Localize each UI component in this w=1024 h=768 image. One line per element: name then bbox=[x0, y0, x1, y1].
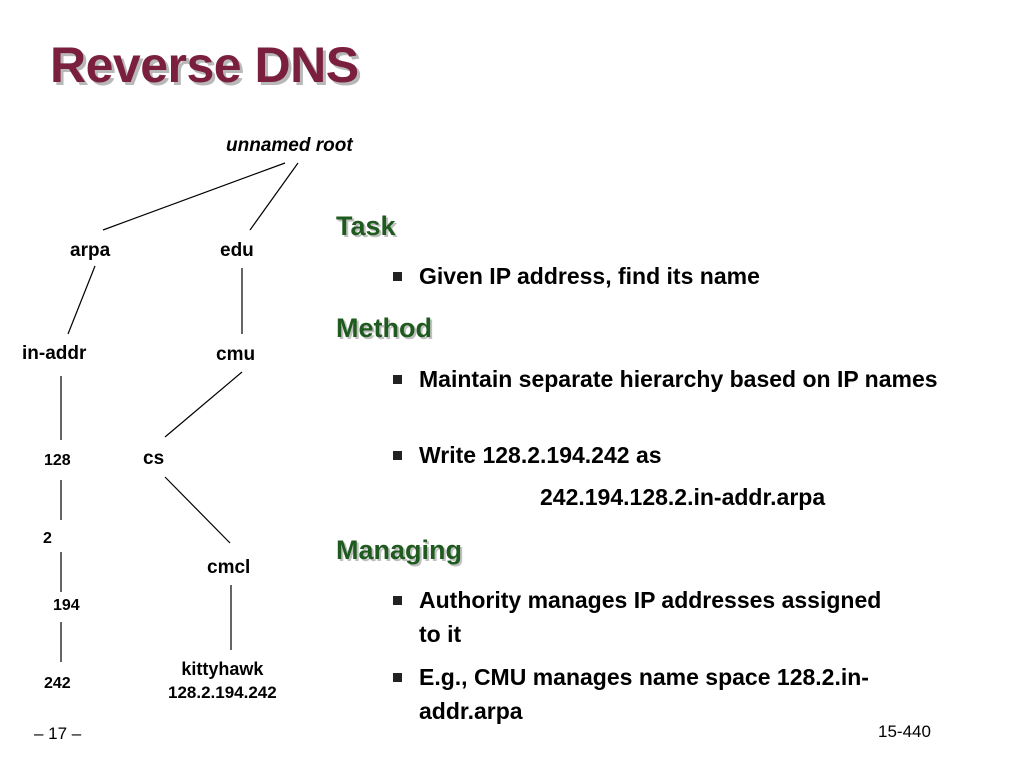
bullet-text: Authority manages IP addresses assigned … bbox=[419, 587, 882, 647]
edge-cs-cmcl bbox=[164, 476, 231, 544]
bullet-marker bbox=[393, 451, 402, 460]
tree-node-cs: cs bbox=[143, 448, 165, 469]
bullet-managing-2: E.g., CMU manages name space 128.2.in-ad… bbox=[393, 660, 893, 728]
bullet-text: Write 128.2.194.242 as bbox=[419, 442, 662, 468]
tree-node-in-addr: in-addr bbox=[22, 343, 87, 364]
tree-node-edu: edu bbox=[220, 240, 254, 261]
edge-cmu-cs bbox=[164, 371, 243, 438]
tree-node-128: 128 bbox=[44, 452, 71, 469]
bullet-task-1: Given IP address, find its name bbox=[393, 259, 953, 293]
tree-node-cmcl: cmcl bbox=[207, 557, 251, 578]
tree-node-arpa: arpa bbox=[70, 240, 111, 261]
bullet-text: Maintain separate hierarchy based on IP … bbox=[419, 366, 938, 392]
heading-task: Task bbox=[336, 211, 396, 241]
host-ip: 128.2.194.242 bbox=[168, 683, 277, 702]
bullet-method-2: Write 128.2.194.242 as bbox=[393, 438, 953, 472]
bullet-marker bbox=[393, 673, 402, 682]
tree-node-cmu: cmu bbox=[216, 344, 256, 365]
bullet-text: E.g., CMU manages name space 128.2.in-ad… bbox=[419, 664, 869, 724]
tree-node-194: 194 bbox=[53, 597, 80, 614]
tree-node-242: 242 bbox=[44, 675, 71, 692]
bullet-marker bbox=[393, 596, 402, 605]
bullet-method-1: Maintain separate hierarchy based on IP … bbox=[393, 362, 943, 396]
tree-node-root: unnamed root bbox=[226, 135, 353, 156]
bullet-marker bbox=[393, 272, 402, 281]
edge-arpa-inaddr bbox=[67, 265, 96, 335]
heading-managing: Managing bbox=[336, 535, 462, 565]
course-number: 15-440 bbox=[878, 722, 931, 741]
edge-root-edu bbox=[249, 162, 299, 231]
page-number: – 17 – bbox=[34, 724, 82, 743]
host-name: kittyhawk bbox=[181, 659, 264, 679]
bullet-text: Given IP address, find its name bbox=[419, 263, 760, 289]
tree-node-2: 2 bbox=[43, 530, 52, 547]
heading-method: Method bbox=[336, 313, 432, 343]
reverse-address-example: 242.194.128.2.in-addr.arpa bbox=[540, 484, 826, 510]
slide-title: Reverse DNS bbox=[50, 37, 359, 93]
bullet-managing-1: Authority manages IP addresses assigned … bbox=[393, 583, 893, 651]
bullet-marker bbox=[393, 375, 402, 384]
tree-node-kittyhawk: kittyhawk 128.2.194.242 bbox=[168, 657, 277, 705]
edge-root-arpa bbox=[102, 162, 286, 231]
